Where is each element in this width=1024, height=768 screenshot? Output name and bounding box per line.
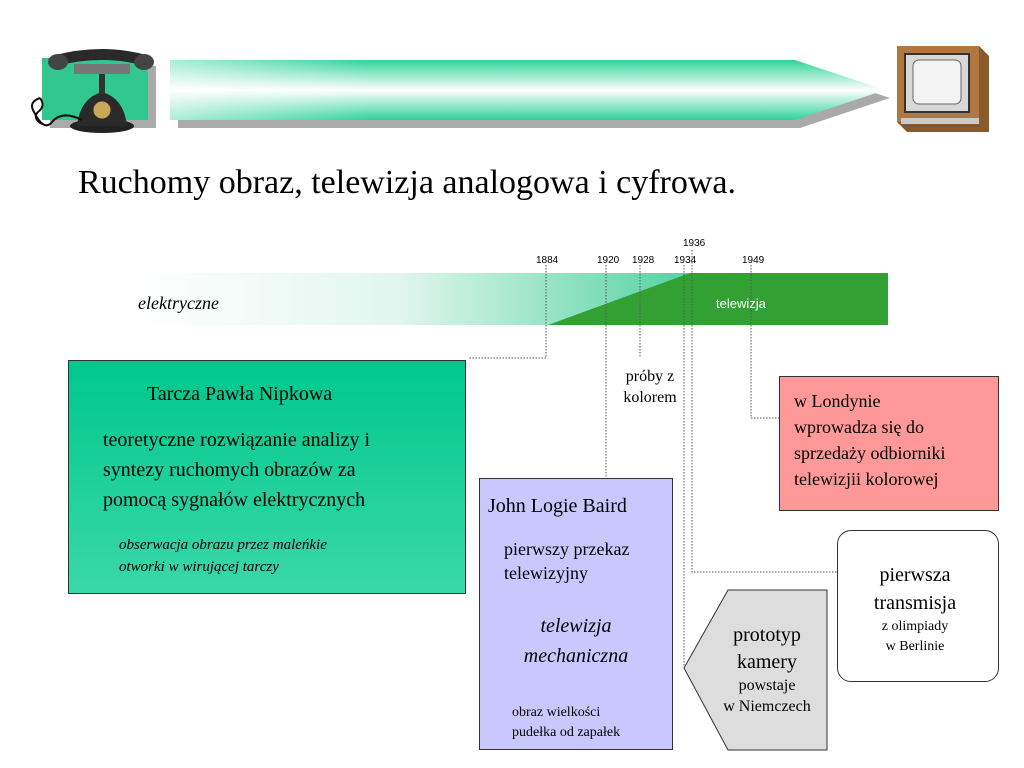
camera-line-1: prototyp (733, 624, 801, 646)
color-trials-label: próby z kolorem (604, 366, 696, 408)
london-line-2: wprowadza się do (794, 417, 924, 437)
timeline-right-label: telewizja (716, 296, 766, 311)
page-title: Ruchomy obraz, telewizja analogowa i cyf… (78, 164, 737, 201)
nipkow-desc-3: pomocą sygnałów elektrycznych (103, 489, 366, 511)
banner-highlight (170, 60, 370, 120)
london-line-1: w Londynie (794, 391, 881, 411)
berlin-line-2: transmisja (873, 592, 957, 614)
camera-line-2: kamery (737, 651, 797, 673)
london-line-4: telewizjii kolorowej (794, 469, 939, 489)
color-trials-line2: kolorem (623, 389, 677, 406)
year-1934: 1934 (674, 255, 697, 266)
berlin-line-4: w Berlinie (885, 639, 945, 654)
baird-italic-2: mechaniczna (523, 645, 629, 667)
baird-italic-1: telewizja (540, 615, 612, 637)
year-1949: 1949 (742, 255, 765, 266)
tv-triangle (548, 273, 888, 325)
year-1936: 1936 (683, 238, 706, 249)
header-banner (42, 58, 890, 128)
berlin-line-3: z olimpiady (881, 619, 949, 634)
camera-text: prototyp kamery powstaje w Niemczech (706, 622, 828, 718)
baird-small-1: obraz wielkości (512, 705, 601, 720)
nipkow-note-1: obserwacja obrazu przez maleńkie (119, 537, 327, 553)
nipkow-heading: Tarcza Pawła Nipkowa (147, 383, 333, 405)
year-1884: 1884 (536, 255, 559, 266)
baird-line-2: telewizyjny (504, 563, 588, 583)
timeline-left-label: elektryczne (138, 293, 219, 313)
camera-box-shape (683, 589, 828, 751)
camera-line-4: w Niemczech (723, 698, 811, 715)
camera-line-3: powstaje (738, 677, 796, 694)
nipkow-note-2: otworki w wirującej tarczy (119, 559, 279, 575)
london-box: w Londynie wprowadza się do sprzedaży od… (779, 376, 999, 511)
year-1928: 1928 (632, 255, 655, 266)
connector-1949 (750, 265, 779, 419)
baird-heading: John Logie Baird (488, 495, 627, 517)
berlin-box: pierwsza transmisja z olimpiady w Berlin… (837, 530, 999, 682)
nipkow-box: Tarcza Pawła Nipkowa teoretyczne rozwiąz… (68, 360, 466, 594)
connector-1884 (469, 265, 547, 359)
baird-line-1: pierwszy przekaz (504, 539, 630, 559)
color-trials-line1: próby z (625, 368, 675, 385)
london-line-3: sprzedaży odbiorniki (794, 443, 946, 463)
baird-box: John Logie Baird pierwszy przekaz telewi… (479, 478, 673, 750)
nipkow-desc-2: syntezy ruchomych obrazów za (103, 459, 356, 481)
baird-small-2: pudełka od zapałek (512, 725, 621, 740)
nipkow-desc-1: teoretyczne rozwiązanie analizy i (103, 429, 371, 451)
berlin-line-1: pierwsza (879, 564, 951, 586)
year-1920: 1920 (597, 255, 620, 266)
television-icon (897, 46, 989, 132)
connector-1936 (691, 250, 837, 573)
telephone-icon (31, 49, 154, 133)
